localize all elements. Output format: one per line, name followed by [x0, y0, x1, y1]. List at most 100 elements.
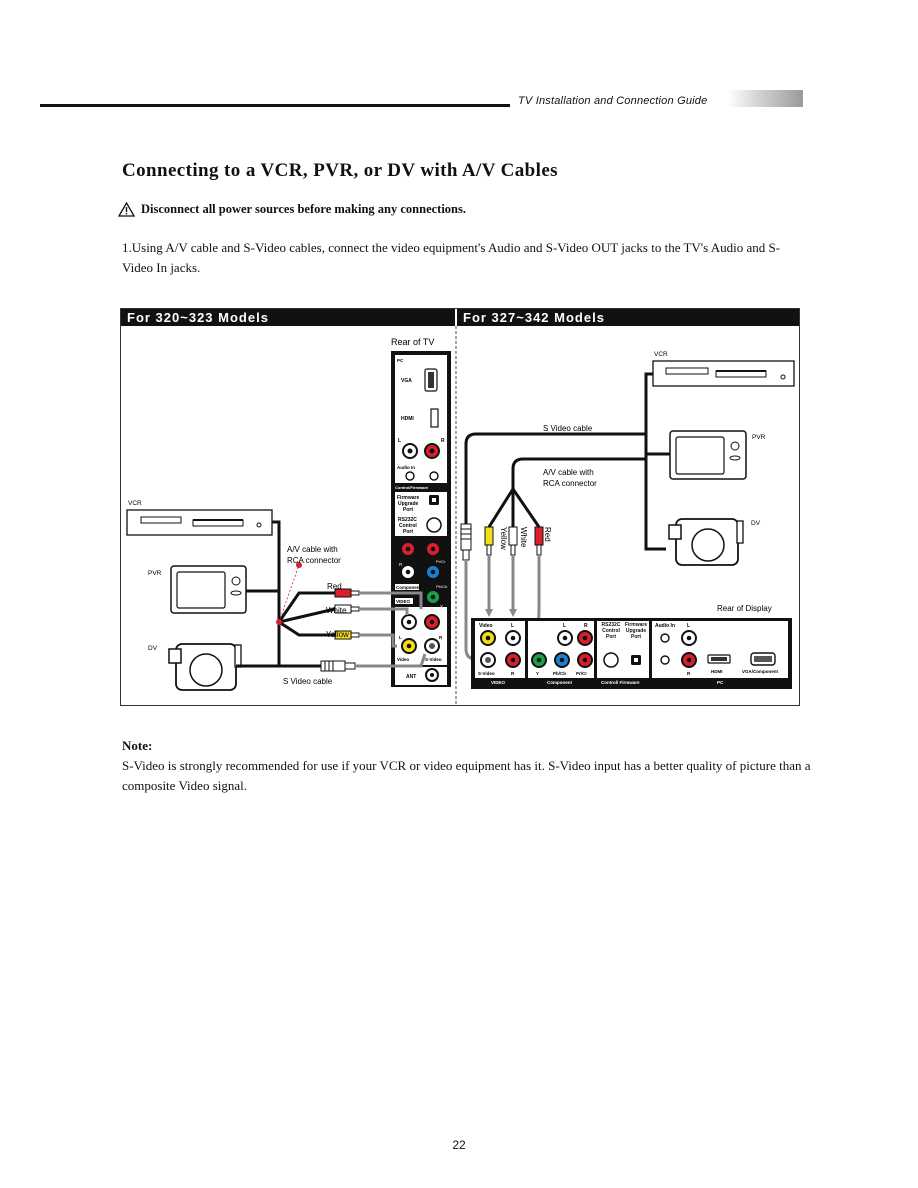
disp-pr-cr-label: Pr/Cr [576, 671, 587, 676]
disp-s-video-label: S-Video [478, 671, 495, 676]
disp-headphone-jack [660, 655, 670, 665]
yellow-label-left: Yellow [326, 630, 349, 639]
header-gradient-bar [728, 90, 803, 107]
pvr-device-right [669, 430, 747, 480]
tv-audio-in-jack [405, 471, 415, 481]
disp-control-firmware-label: Control/ Firmware [601, 680, 640, 685]
tv-y-label: Y [440, 604, 443, 609]
white-label-right: White [519, 527, 528, 548]
left-model-header: For 320~323 Models [121, 309, 455, 326]
tv-r-label: R [441, 438, 445, 444]
disp-vga-component-label: VGA/Component [742, 669, 778, 674]
left-grey-arrows [355, 591, 427, 668]
tv-pc-label: PC [397, 358, 404, 363]
rca-connector-dot-1 [296, 562, 302, 568]
white-rca-plug-right [508, 526, 518, 556]
disp-rs232c-label: RS232C Control Port [601, 622, 621, 640]
header-title: TV Installation and Connection Guide [518, 95, 708, 107]
disp-rs232c-port [603, 652, 619, 668]
svideo-cable-label-right: S Video cable [543, 424, 593, 433]
disp-pc-l-label: L [687, 623, 690, 629]
tv-component-label: Component [396, 585, 421, 590]
tv-rs232c-port [426, 517, 442, 533]
disp-hdmi-label: HDMI [711, 669, 723, 674]
tv-audio-in-label: Audio In [397, 465, 415, 470]
yellow-rca-plug-right [484, 526, 494, 556]
display-rear-panel: Video L S-Video R VIDEO L R Y [471, 618, 792, 689]
warning-text: Disconnect all power sources before maki… [141, 202, 466, 216]
tv-control-label: Control [399, 523, 417, 529]
warning: Disconnect all power sources before maki… [118, 202, 466, 217]
yellow-rca-plug-left [334, 630, 360, 640]
av-cable-label-right-1: A/V cable with [543, 468, 594, 477]
disp-comp-l-label: L [563, 623, 566, 629]
disp-l-label: L [511, 623, 514, 629]
disp-pb-cb-label: Pb/Cb [553, 671, 566, 676]
svideo-plug-right [460, 523, 472, 561]
tv-component-r-label: R [399, 562, 403, 567]
tv-hdmi-label: HDMI [401, 416, 414, 422]
dv-label-right: DV [751, 520, 761, 527]
dv-device-left [168, 643, 242, 691]
disp-y-label: Y [536, 671, 539, 676]
warning-triangle-icon [118, 202, 135, 217]
rca-connector-dot-2 [276, 619, 282, 625]
disp-pc-section-label: PC [717, 680, 724, 685]
tv-hdmi-port [430, 408, 439, 428]
vcr-device-left [126, 509, 273, 536]
av-cable-label-right-2: RCA connector [543, 479, 597, 488]
vcr-device-right [652, 360, 795, 387]
right-cables [464, 372, 670, 551]
disp-audio-in-label: Audio In [655, 623, 675, 629]
note-text: S-Video is strongly recommended for use … [122, 758, 811, 793]
tv-video-l-label: L [399, 635, 402, 640]
disp-firmware-label: Firmware Upgrade Port [624, 622, 648, 640]
rear-of-tv-label: Rear of TV [391, 337, 434, 347]
connection-diagram: For 320~323 Models For 327~342 Models Re… [120, 308, 800, 706]
av-cable-label-left-1: A/V cable with [287, 545, 338, 554]
disp-r-label: R [511, 671, 515, 676]
rear-of-display-label: Rear of Display [717, 604, 772, 613]
vcr-label-left: VCR [128, 500, 142, 507]
disp-video-section-label: VIDEO [491, 680, 506, 685]
red-label-right: Red [543, 527, 552, 542]
right-model-header: For 327~342 Models [457, 309, 799, 326]
note-heading: Note: [122, 738, 153, 753]
tv-firmware-label: Firmware [397, 495, 419, 501]
dv-label-left: DV [148, 645, 158, 652]
white-label-left: White [326, 606, 347, 615]
red-rca-plug-right [534, 526, 544, 556]
header-rule [40, 104, 510, 107]
svideo-plug-left [320, 660, 356, 672]
tv-pr-cr-label: Pr/Cr [436, 559, 446, 564]
disp-pc-r-label: R [687, 671, 691, 676]
disp-comp-r-label: R [584, 623, 588, 629]
tv-ant-label: ANT [406, 674, 416, 680]
tv-control-firmware-label: Control/Firmware [395, 485, 429, 490]
disp-video-label: Video [479, 623, 493, 629]
red-label-left: Red [327, 582, 342, 591]
tv-video-r-label: R [439, 635, 443, 640]
left-cables [236, 520, 336, 668]
disp-audio-in-jack [660, 633, 670, 643]
pvr-label-right: PVR [752, 434, 766, 441]
tv-upgrade-label: Upgrade [398, 501, 419, 507]
tv-s-video-label: S-Video [425, 657, 442, 662]
step-1-instructions: 1.Using A/V cable and S-Video cables, co… [122, 240, 781, 275]
dv-device-right [668, 518, 744, 566]
tv-video-section-label: VIDEO [396, 599, 411, 604]
diagram-svg: Rear of TV PC VGA HDMI L R Audio In Cont… [126, 326, 795, 705]
tv-rear-panel: PC VGA HDMI L R Audio In Control/Firmwar… [391, 351, 451, 687]
pvr-label-left: PVR [148, 570, 162, 577]
tv-headphone-jack [429, 471, 439, 481]
tv-port-label-2: Port [403, 529, 413, 535]
tv-video-label: Video [397, 657, 409, 662]
yellow-label-right: Yellow [499, 527, 508, 550]
av-cable-label-left-2: RCA connector [287, 556, 341, 565]
page-number: 22 [452, 1138, 466, 1152]
tv-l-label: L [398, 438, 401, 444]
tv-port-label-1: Port [403, 507, 413, 513]
page-title: Connecting to a VCR, PVR, or DV with A/V… [122, 160, 558, 181]
tv-pb-cb-label: Pb/Cb [436, 584, 448, 589]
svideo-cable-label-left: S Video cable [283, 677, 333, 686]
